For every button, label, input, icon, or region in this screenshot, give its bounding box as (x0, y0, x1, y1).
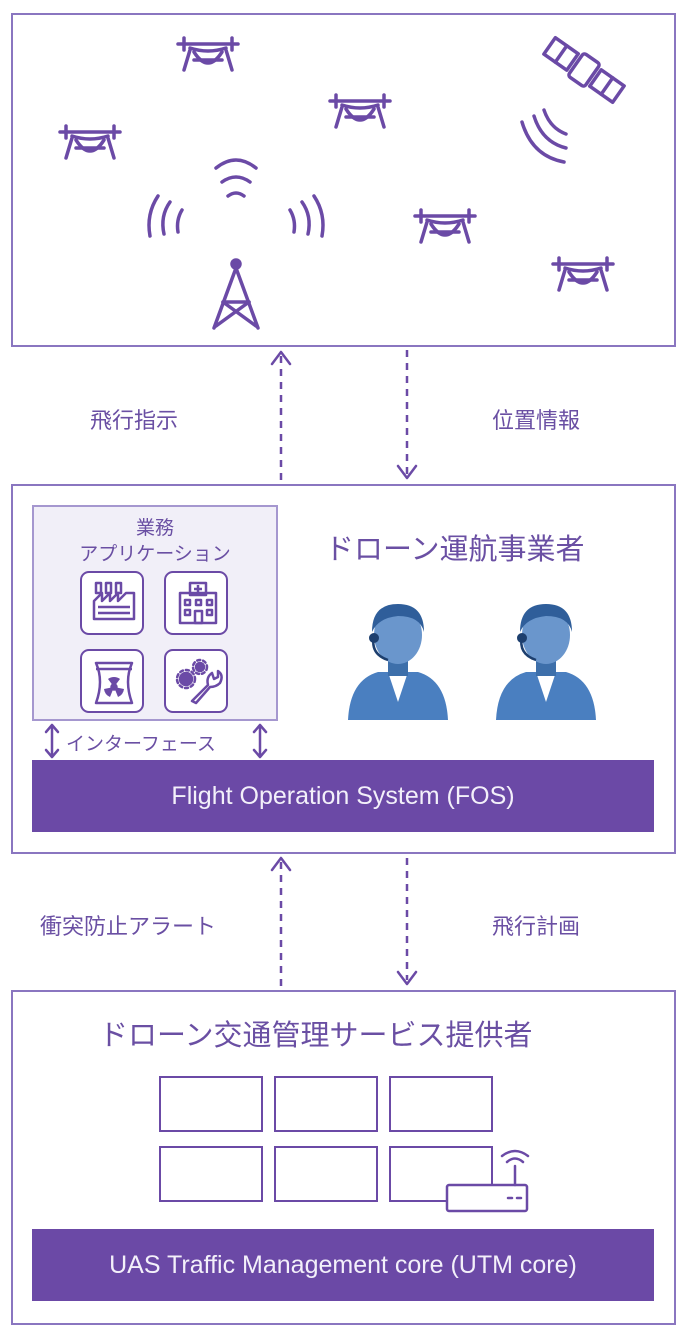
interface-label: インターフェース (66, 733, 216, 755)
monitor-screen (159, 1076, 263, 1132)
collision-alert-label: 衝突防止アラート (40, 915, 217, 940)
position-info-arrow (396, 350, 418, 480)
factory-icon (80, 571, 144, 635)
satellite-icon (520, 35, 626, 164)
operator-person-icon (496, 604, 596, 720)
router-icon (445, 1149, 530, 1213)
business-app-title-line1: 業務 (135, 517, 174, 539)
gear-wrench-icon (164, 649, 228, 713)
flight-plan-arrow (396, 858, 418, 986)
operator-person-icon (348, 604, 448, 720)
fos-bar: Flight Operation System (FOS) (32, 760, 654, 832)
monitor-screen (274, 1146, 378, 1202)
business-app-panel: 業務 アプリケーション (32, 505, 278, 721)
flight-instruction-label: 飛行指示 (90, 409, 179, 434)
operator-title: ドローン運航事業者 (325, 532, 585, 566)
monitor-screen (159, 1146, 263, 1202)
monitor-screen (274, 1076, 378, 1132)
utm-core-bar: UAS Traffic Management core (UTM core) (32, 1229, 654, 1301)
nuclear-plant-icon (80, 649, 144, 713)
hospital-icon (164, 571, 228, 635)
flight-instruction-arrow (270, 350, 292, 480)
utm-provider-title: ドローン交通管理サービス提供者 (99, 1018, 533, 1052)
radio-tower-icon (147, 158, 325, 330)
collision-alert-arrow (270, 856, 292, 986)
position-info-label: 位置情報 (492, 409, 581, 434)
monitor-screen (389, 1076, 493, 1132)
business-app-title-line2: アプリケーション (79, 543, 231, 565)
flight-plan-label: 飛行計画 (492, 915, 581, 940)
